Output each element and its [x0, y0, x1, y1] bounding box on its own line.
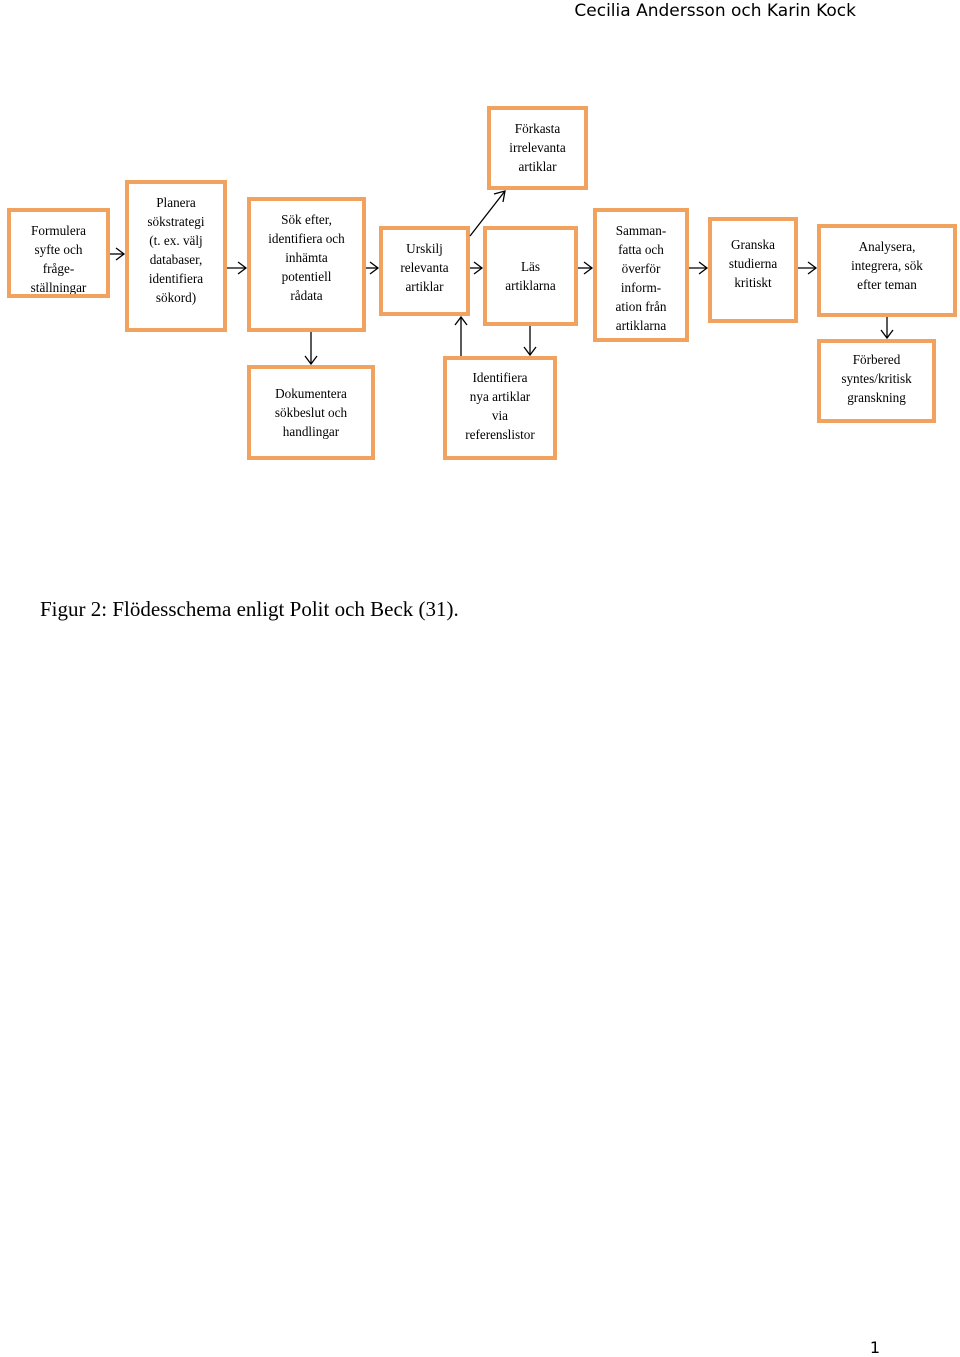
- flow-box-label: Förkasta irrelevanta artiklar: [509, 121, 566, 174]
- flow-box-label: Planera sökstrategi (t. ex. välj databas…: [147, 195, 205, 305]
- flow-box-formulera: Formulera syfte och fråge- ställningar: [7, 208, 110, 298]
- flow-box-identifiera: Identifiera nya artiklar via referenslis…: [443, 356, 557, 460]
- flow-box-urskilj: Urskilj relevanta artiklar: [379, 226, 470, 316]
- flow-box-dokumentera: Dokumentera sökbeslut och handlingar: [247, 365, 375, 460]
- flow-box-planera: Planera sökstrategi (t. ex. välj databas…: [125, 180, 227, 332]
- arrow-formulera-planera: [110, 247, 126, 261]
- flow-box-label: Dokumentera sökbeslut och handlingar: [274, 386, 348, 439]
- arrow-las-identifiera: [523, 326, 537, 357]
- flow-box-label: Samman- fatta och överför inform- ation …: [615, 223, 667, 333]
- flow-box-label: Identifiera nya artiklar via referenslis…: [465, 370, 535, 442]
- flow-box-sok: Sök efter, identifiera och inhämta poten…: [247, 197, 366, 332]
- flow-box-label: Analysera, integrera, sök efter teman: [851, 239, 923, 292]
- flow-box-label: Förbered syntes/kritisk granskning: [841, 352, 912, 405]
- flow-box-sammanfatta: Samman- fatta och överför inform- ation …: [593, 208, 689, 342]
- flow-box-analysera: Analysera, integrera, sök efter teman: [817, 224, 957, 317]
- flow-box-forkasta: Förkasta irrelevanta artiklar: [487, 106, 588, 190]
- flow-box-label: Sök efter, identifiera och inhämta poten…: [268, 212, 345, 303]
- flow-box-las: Läs artiklarna: [483, 226, 578, 326]
- arrow-las-sammanfatta: [578, 261, 594, 275]
- arrow-planera-sok: [227, 261, 248, 275]
- flow-box-granska: Granska studierna kritiskt: [708, 217, 798, 323]
- arrow-identifiera-urskilj: [454, 315, 468, 356]
- figure-caption: Figur 2: Flödesschema enligt Polit och B…: [40, 597, 459, 621]
- flow-box-label: Granska studierna kritiskt: [728, 237, 778, 290]
- page-number: 1: [869, 1338, 880, 1357]
- arrow-granska-analysera: [798, 261, 818, 275]
- arrow-urskilj-forkasta: [469, 190, 506, 237]
- flow-box-label: Läs artiklarna: [505, 259, 556, 293]
- arrow-sok-dokumentera: [304, 332, 318, 366]
- arrow-sammanfatta-granska: [689, 261, 709, 275]
- arrow-urskilj-las: [470, 261, 484, 275]
- arrow-analysera-forbered: [880, 317, 894, 340]
- arrow-sok-urskilj: [366, 261, 380, 275]
- flow-box-label: Urskilj relevanta artiklar: [400, 241, 449, 294]
- flow-box-label: Formulera syfte och fråge- ställningar: [30, 223, 87, 295]
- flow-box-forbered: Förbered syntes/kritisk granskning: [817, 339, 936, 423]
- page-header-authors: Cecilia Andersson och Karin Kock: [574, 1, 856, 21]
